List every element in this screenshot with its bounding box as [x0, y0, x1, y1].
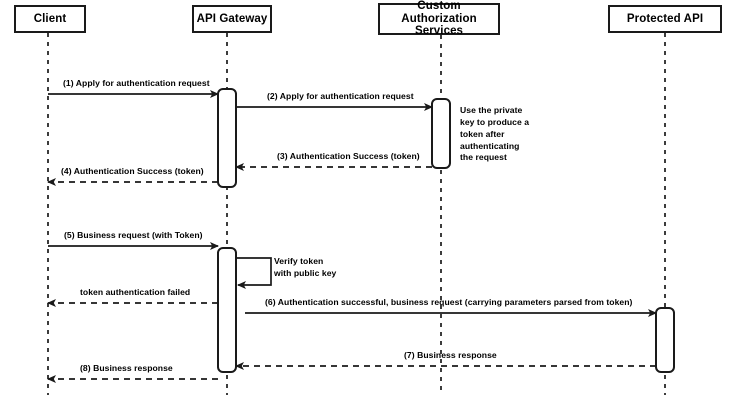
- activation-bars-group: [217, 88, 675, 373]
- message-label-m4: (4) Authentication Success (token): [61, 166, 204, 176]
- message-label-m8: (7) Business response: [404, 350, 497, 360]
- message-label-m7: (6) Authentication successful, business …: [265, 297, 633, 307]
- activation-bar-protected-api-activation: [655, 307, 675, 373]
- participant-label: Custom Authorization Services: [401, 0, 477, 38]
- message-label-m5: (5) Business request (with Token): [64, 230, 203, 240]
- message-label-m3: (3) Authentication Success (token): [277, 151, 420, 161]
- participant-api-gateway[interactable]: API Gateway: [192, 5, 272, 33]
- message-label-m1: (1) Apply for authentication request: [63, 78, 210, 88]
- participant-custom-authorization-services[interactable]: Custom Authorization Services: [378, 0, 500, 38]
- participant-protected-api[interactable]: Protected API: [608, 5, 722, 33]
- activation-bar-gateway-auth-activation: [217, 88, 237, 188]
- participant-client[interactable]: Client: [14, 5, 86, 33]
- self-message-group: [236, 257, 272, 289]
- activation-bar-custom-auth-activation: [431, 98, 451, 169]
- note-note-private-key: Use the private key to produce a token a…: [460, 105, 530, 163]
- message-label-m9: (8) Business response: [80, 363, 173, 373]
- participant-label: Protected API: [626, 12, 704, 25]
- participant-label: API Gateway: [196, 12, 268, 25]
- self-message-arrow-self-verify-token: [236, 257, 272, 289]
- activation-bar-gateway-business-activation: [217, 247, 237, 373]
- lifelines-group: [47, 33, 666, 395]
- self-message-label-self-verify-token: Verify token with public key: [274, 256, 337, 279]
- message-label-m2: (2) Apply for authentication request: [267, 91, 414, 101]
- message-label-m6: token authentication failed: [80, 287, 191, 297]
- participant-label: Client: [33, 12, 67, 25]
- message-arrows-group: [47, 90, 657, 383]
